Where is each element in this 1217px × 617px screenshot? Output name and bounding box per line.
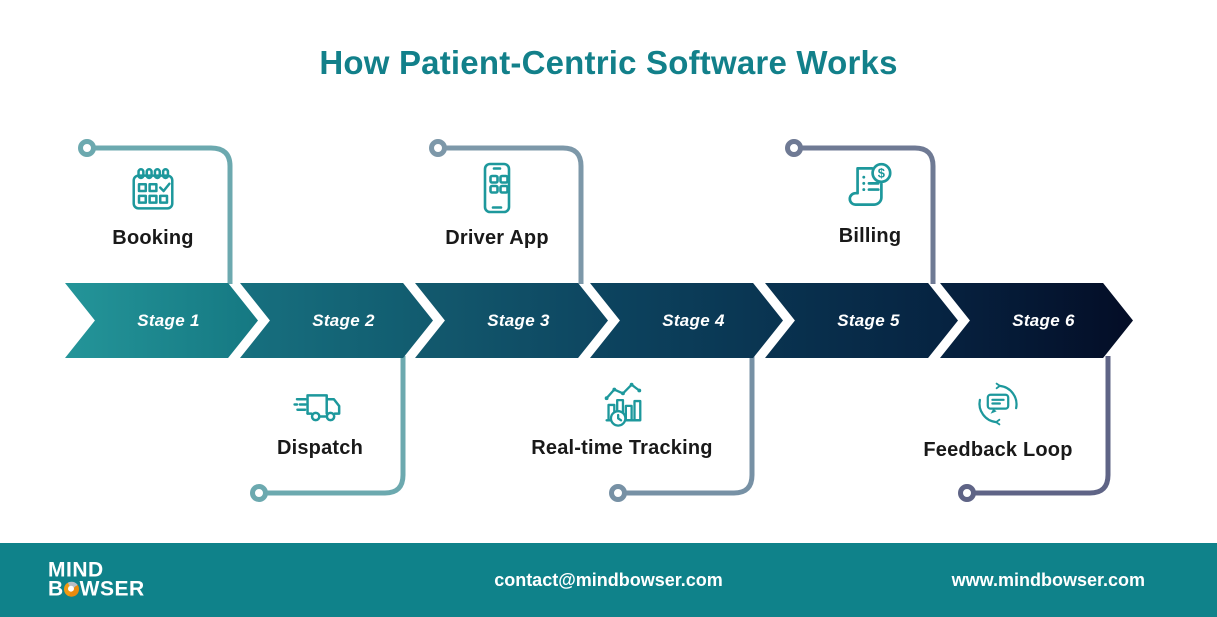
stage-label: Stage 1 bbox=[137, 310, 200, 330]
milestone-label: Booking bbox=[112, 227, 194, 249]
milestone-label: Billing bbox=[838, 225, 902, 247]
chat-loop-icon bbox=[978, 382, 1018, 426]
milestone-label: Driver App bbox=[445, 227, 549, 249]
milestone-feedback: Feedback Loop bbox=[888, 378, 1108, 462]
svg-text:$: $ bbox=[878, 166, 886, 181]
stage-label: Stage 3 bbox=[487, 310, 550, 330]
stage-chevron-2: Stage 2 bbox=[240, 283, 433, 358]
milestone-label: Real-time Tracking bbox=[531, 437, 713, 459]
invoice-dollar-icon: $ bbox=[848, 162, 892, 206]
chart-clock-icon bbox=[604, 382, 642, 427]
milestone-booking: Booking bbox=[43, 164, 263, 250]
stage-chevron-6: Stage 6 bbox=[940, 283, 1133, 358]
mobile-app-icon bbox=[483, 162, 511, 214]
stage-label: Stage 6 bbox=[1012, 310, 1075, 330]
milestone-billing: $ Billing bbox=[760, 158, 980, 248]
stage-label: Stage 5 bbox=[837, 310, 900, 330]
website-url[interactable]: www.mindbowser.com bbox=[951, 569, 1145, 590]
milestone-driver-app: Driver App bbox=[387, 160, 607, 250]
stage-chevron-3: Stage 3 bbox=[415, 283, 608, 358]
page-title: How Patient-Centric Software Works bbox=[319, 44, 898, 81]
milestone-dispatch: Dispatch bbox=[210, 382, 430, 460]
milestone-tracking: Real-time Tracking bbox=[512, 378, 732, 460]
milestone-label: Dispatch bbox=[276, 437, 364, 459]
stage-chevron-5: Stage 5 bbox=[765, 283, 958, 358]
calendar-check-icon bbox=[132, 168, 174, 210]
stage-label: Stage 2 bbox=[312, 310, 375, 330]
stage-label: Stage 4 bbox=[662, 310, 725, 330]
contact-email[interactable]: contact@mindbowser.com bbox=[494, 569, 723, 590]
logo-line-1: MIND bbox=[48, 558, 104, 582]
stage-chevron-1: Stage 1 bbox=[65, 283, 258, 358]
stage-chevron-4: Stage 4 bbox=[590, 283, 783, 358]
logo-swirl-o-icon bbox=[64, 582, 80, 598]
milestone-label: Feedback Loop bbox=[923, 439, 1073, 461]
delivery-truck-icon bbox=[293, 394, 341, 422]
